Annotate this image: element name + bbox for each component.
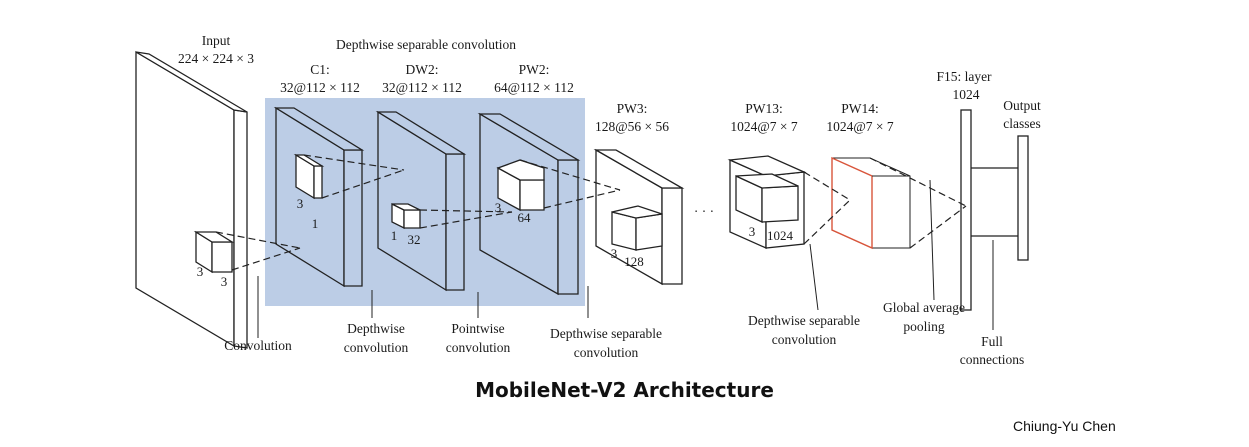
dsc1-label-line2: convolution <box>574 345 639 360</box>
pw13-kernel-size: 3 <box>749 224 756 239</box>
input-kernel-k2: 3 <box>221 274 228 289</box>
input-kernel <box>193 230 235 274</box>
pw3-kernel <box>611 205 663 251</box>
pw3-dims: 128@56 × 56 <box>595 119 669 134</box>
depthwise-label-line2: convolution <box>344 340 409 355</box>
pw13-title: PW13: <box>745 101 783 116</box>
output-label-line2: classes <box>1003 116 1041 131</box>
gap-label-line2: pooling <box>903 319 945 334</box>
f15-title: F15: layer <box>936 69 992 84</box>
input-title: Input <box>202 33 231 48</box>
c1-kernel <box>293 153 325 200</box>
c1-kernel-size: 3 <box>297 196 304 211</box>
output-label-line1: Output <box>1003 98 1041 113</box>
dsc2-label-line2: convolution <box>772 332 837 347</box>
pw13-kernel <box>735 173 799 224</box>
ellipsis: · · · <box>694 204 714 219</box>
output-layer-bar <box>1017 135 1029 261</box>
dsc1-label-line1: Depthwise separable <box>550 326 662 341</box>
figure-caption: MobileNet-V2 Architecture <box>475 378 774 402</box>
bottom-labels: Convolution Depthwise convolution Pointw… <box>224 300 1024 367</box>
full-conn-label-line2: connections <box>960 352 1024 367</box>
dw2-title: DW2: <box>406 62 439 77</box>
pw2-kernel <box>496 159 545 212</box>
dsc-header: Depthwise separable convolution <box>336 37 516 52</box>
pw3-kernel-size: 3 <box>611 246 618 261</box>
input-kernel-k1: 3 <box>197 264 204 279</box>
c1-layer <box>273 106 365 288</box>
pw13-dims: 1024@7 × 7 <box>730 119 798 134</box>
kernel-labels: 3 3 3 1 1 32 3 64 3 128 3 1024 <box>197 196 794 289</box>
pw14-title: PW14: <box>841 101 879 116</box>
projection-lines <box>215 154 967 271</box>
pw14-layer <box>831 156 911 250</box>
pw2-dims: 64@112 × 112 <box>494 80 574 95</box>
dw2-kernel-size: 1 <box>391 228 398 243</box>
depthwise-label-line1: Depthwise <box>347 321 405 336</box>
c1-dims: 32@112 × 112 <box>280 80 360 95</box>
dw2-layer <box>375 110 467 292</box>
pw2-title: PW2: <box>519 62 550 77</box>
input-dims: 224 × 224 × 3 <box>178 51 254 66</box>
full-conn-label-line1: Full <box>981 334 1003 349</box>
leader-lines <box>257 179 994 338</box>
pw3-title: PW3: <box>617 101 648 116</box>
pw14-dims: 1024@7 × 7 <box>826 119 894 134</box>
gap-label-line1: Global average <box>883 300 965 315</box>
dw2-kernel <box>391 202 421 230</box>
input-layer <box>135 50 248 349</box>
dw2-dims: 32@112 × 112 <box>382 80 462 95</box>
convolution-label: Convolution <box>224 338 292 353</box>
dsc2-label-line1: Depthwise separable <box>748 313 860 328</box>
c1-title: C1: <box>310 62 330 77</box>
pointwise-label-line1: Pointwise <box>451 321 504 336</box>
c1-kernel-depth: 1 <box>312 216 319 231</box>
f15-layer-bar <box>960 109 972 311</box>
pw2-kernel-size: 3 <box>495 200 502 215</box>
pw3-kernel-depth: 128 <box>624 254 644 269</box>
pointwise-label-line2: convolution <box>446 340 511 355</box>
author-credit: Chiung-Yu Chen <box>1013 418 1116 434</box>
pw13-kernel-depth: 1024 <box>767 228 794 243</box>
dw2-kernel-depth: 32 <box>408 232 421 247</box>
pw2-kernel-depth: 64 <box>518 210 532 225</box>
top-labels: Input 224 × 224 × 3 Depthwise separable … <box>178 33 1041 219</box>
f15-dims: 1024 <box>953 87 980 102</box>
